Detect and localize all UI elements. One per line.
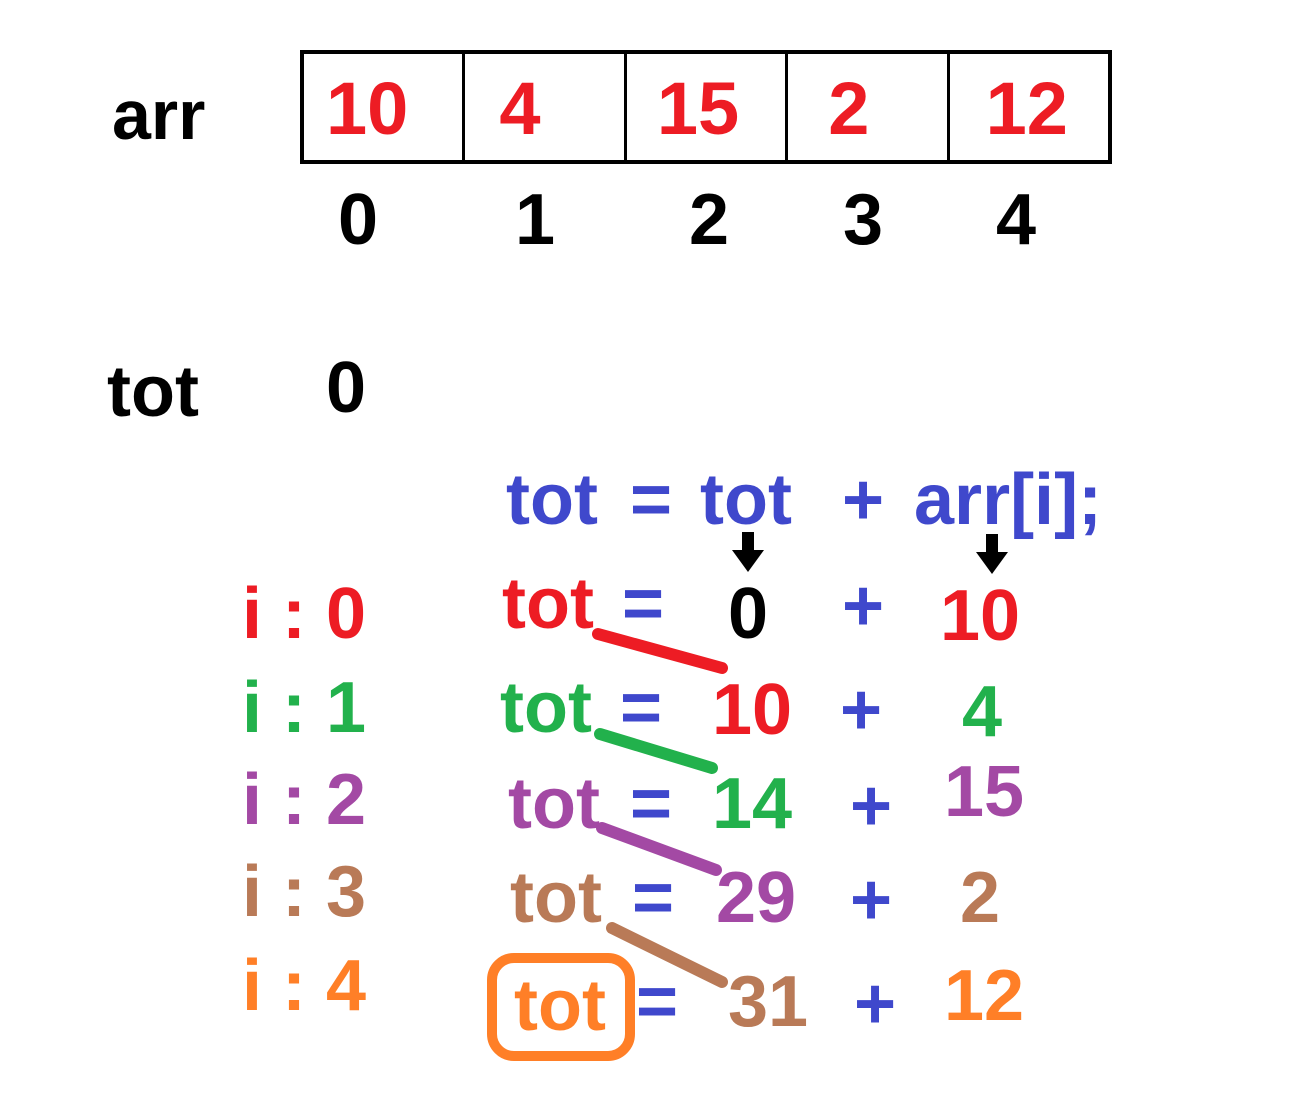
array-cell-3: 2 xyxy=(788,54,950,160)
formula-plus: + xyxy=(842,460,885,540)
array-index-3: 3 xyxy=(843,180,884,260)
arr-label: arr xyxy=(112,76,206,154)
array-value-0: 10 xyxy=(326,67,409,150)
formula-arr-ref: arr[i]; xyxy=(914,460,1103,540)
row-3-prev: 29 xyxy=(716,858,797,938)
connector-stroke-purple xyxy=(596,822,722,876)
row-4-lhs: tot xyxy=(514,966,606,1046)
row-1-equals: = xyxy=(620,668,663,748)
row-2-equals: = xyxy=(630,764,673,844)
row-3-lhs: tot xyxy=(510,858,602,938)
array-value-4: 12 xyxy=(985,67,1068,150)
formula-equals: = xyxy=(630,460,673,540)
array-index-2: 2 xyxy=(689,180,730,260)
connector-stroke-brown xyxy=(606,922,728,988)
connector-stroke-red xyxy=(592,628,728,674)
row-1-prev: 10 xyxy=(712,670,793,750)
row-4-prev: 31 xyxy=(728,962,809,1042)
array-cell-4: 12 xyxy=(950,54,1108,160)
row-0-plus: + xyxy=(842,566,885,646)
result-highlight-box xyxy=(487,953,635,1061)
row-0-equals: = xyxy=(622,564,665,644)
row-2-plus: + xyxy=(850,766,893,846)
row-2-lhs: tot xyxy=(508,764,600,844)
row-0-lhs: tot xyxy=(502,564,594,644)
connector-stroke-green xyxy=(594,728,718,774)
iteration-label-1: i : 1 xyxy=(242,668,367,748)
down-arrow-icon xyxy=(976,534,1008,574)
tot-label: tot xyxy=(107,352,199,432)
array-index-1: 1 xyxy=(515,180,556,260)
array-index-4: 4 xyxy=(996,180,1037,260)
row-0-add: 10 xyxy=(940,576,1021,656)
row-2-prev: 14 xyxy=(712,764,793,844)
array-value-3: 2 xyxy=(828,67,870,150)
iteration-label-3: i : 3 xyxy=(242,852,367,932)
row-4-equals: = xyxy=(636,962,679,1042)
iteration-label-4: i : 4 xyxy=(242,946,367,1026)
row-2-add: 15 xyxy=(944,752,1025,832)
iteration-label-2: i : 2 xyxy=(242,760,367,840)
formula-tot-ref: tot xyxy=(700,460,792,540)
row-3-plus: + xyxy=(850,860,893,940)
row-1-add: 4 xyxy=(962,672,1003,752)
row-0-prev: 0 xyxy=(728,574,769,654)
row-1-plus: + xyxy=(840,670,883,750)
row-1-lhs: tot xyxy=(500,668,592,748)
array-cell-1: 4 xyxy=(465,54,627,160)
array-box: 10 4 15 2 12 xyxy=(300,50,1112,164)
row-4-plus: + xyxy=(854,964,897,1044)
tot-initial-value: 0 xyxy=(326,348,367,428)
array-index-0: 0 xyxy=(338,180,379,260)
iteration-label-0: i : 0 xyxy=(242,574,367,654)
array-value-2: 15 xyxy=(656,67,740,150)
formula-lhs: tot xyxy=(506,460,598,540)
row-4-add: 12 xyxy=(944,956,1025,1036)
array-value-1: 4 xyxy=(499,67,541,150)
row-3-add: 2 xyxy=(960,858,1001,938)
array-cell-0: 10 xyxy=(304,54,466,160)
array-cell-2: 15 xyxy=(627,54,789,160)
row-3-equals: = xyxy=(632,858,675,938)
down-arrow-icon xyxy=(732,532,764,572)
